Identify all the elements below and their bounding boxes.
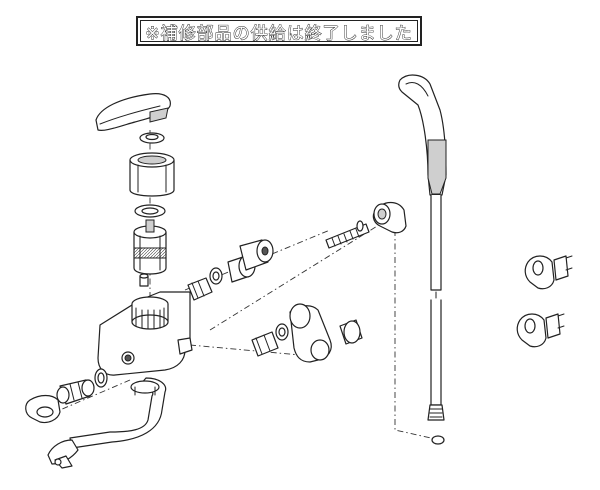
cartridge-washer (134, 204, 166, 218)
lever-handle (95, 93, 171, 131)
left-washer (94, 368, 108, 388)
shower-hose (427, 194, 445, 445)
handle-cover (129, 152, 175, 197)
discontinued-notice: ※補修部品の供給は終了しました (136, 16, 422, 46)
notice-text: ※補修部品の供給は終了しました (145, 23, 413, 44)
set-screw (139, 273, 149, 287)
lower-eccentric-leg (289, 303, 363, 363)
upper-union (227, 239, 274, 283)
shower-hook-upper (524, 255, 573, 290)
shower-head (398, 74, 447, 196)
faucet-body (97, 291, 193, 376)
assembly-guide-lines (59, 130, 441, 441)
shower-elbow (372, 201, 407, 234)
notice-inner-border (140, 20, 418, 42)
cartridge (133, 219, 167, 275)
handle-ring (139, 132, 165, 144)
shower-outlet-rod (325, 220, 370, 249)
left-union-nut (56, 379, 95, 405)
left-elbow (25, 394, 61, 424)
shower-hook-lower (516, 313, 565, 348)
spout (47, 377, 167, 469)
check-valve-upper (187, 267, 223, 301)
check-valve-lower (251, 323, 289, 357)
